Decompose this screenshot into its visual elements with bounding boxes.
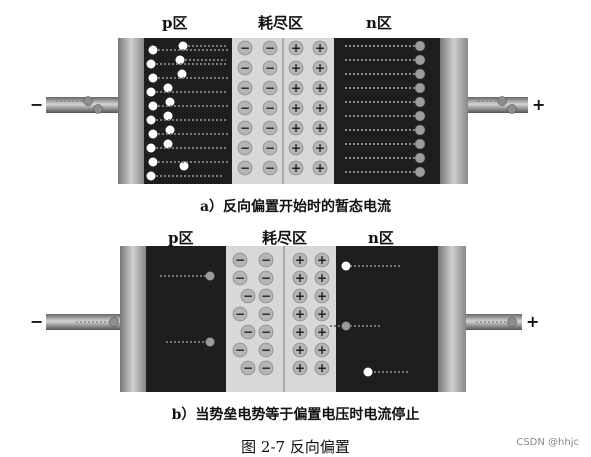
wire-electrons-b <box>76 317 517 327</box>
p-region <box>146 246 226 392</box>
svg-text:+: + <box>317 271 327 285</box>
svg-text:−: − <box>243 361 253 375</box>
holes-p-region <box>160 271 215 347</box>
svg-text:+: + <box>317 325 327 339</box>
svg-text:−: − <box>243 289 253 303</box>
svg-text:+: + <box>315 41 325 55</box>
n-region-label: n区 <box>366 14 392 32</box>
svg-text:−: − <box>235 253 245 267</box>
svg-text:−: − <box>265 81 275 95</box>
svg-text:−: − <box>265 141 275 155</box>
left-wire <box>46 314 120 330</box>
left-end-cap <box>118 38 144 184</box>
svg-text:−: − <box>240 121 250 135</box>
svg-text:−: − <box>265 101 275 115</box>
svg-text:−: − <box>240 141 250 155</box>
svg-text:+: + <box>315 101 325 115</box>
n-region <box>336 246 438 392</box>
holes-p-region <box>146 41 189 181</box>
right-end-cap <box>440 38 468 184</box>
positive-ions: + + + + + + + + + + + + + + <box>288 40 328 176</box>
svg-text:+: + <box>291 61 301 75</box>
svg-text:+: + <box>315 81 325 95</box>
wire-electrons-a <box>56 96 517 114</box>
svg-text:+: + <box>295 253 305 267</box>
svg-text:−: − <box>261 325 271 339</box>
svg-text:−: − <box>235 307 245 321</box>
svg-text:−: − <box>235 271 245 285</box>
svg-text:+: + <box>317 289 327 303</box>
diode-diagram-a: − − − − − − − − − − − − − − + + + + <box>30 38 545 184</box>
negative-ions: − − − − − − − − − − − − − − <box>237 40 278 176</box>
positive-terminal-a: + <box>532 95 545 114</box>
svg-text:−: − <box>240 81 250 95</box>
caption-b: b）当势垒电势等于偏置电压时电流停止 <box>171 407 420 423</box>
svg-text:−: − <box>240 41 250 55</box>
n-region-label: n区 <box>368 229 394 247</box>
p-region-label: p区 <box>162 14 188 32</box>
svg-text:+: + <box>315 61 325 75</box>
panel-b-current-stops: p区 耗尽区 n区 <box>0 224 591 392</box>
svg-text:+: + <box>317 343 327 357</box>
svg-text:−: − <box>265 61 275 75</box>
svg-text:+: + <box>295 307 305 321</box>
svg-text:+: + <box>291 161 301 175</box>
svg-text:+: + <box>315 141 325 155</box>
svg-text:−: − <box>265 161 275 175</box>
left-end-cap <box>120 246 146 392</box>
svg-text:−: − <box>243 325 253 339</box>
svg-text:−: − <box>261 289 271 303</box>
svg-text:+: + <box>317 307 327 321</box>
svg-text:+: + <box>295 271 305 285</box>
figure-caption: 图 2-7 反向偏置 <box>241 438 350 456</box>
svg-text:−: − <box>235 343 245 357</box>
positive-ions: + + + + + + + + + + + + + + <box>292 252 330 376</box>
svg-text:+: + <box>291 81 301 95</box>
electrons-n-region <box>345 40 426 178</box>
svg-text:+: + <box>291 121 301 135</box>
svg-text:−: − <box>240 101 250 115</box>
svg-text:+: + <box>317 361 327 375</box>
svg-text:+: + <box>291 41 301 55</box>
negative-terminal-b: − <box>30 312 43 331</box>
diode-diagram-b: −− −− −− −− −− −− −− ++ ++ <box>30 246 539 392</box>
svg-text:−: − <box>261 307 271 321</box>
svg-text:−: − <box>261 253 271 267</box>
svg-text:−: − <box>261 343 271 357</box>
svg-text:−: − <box>240 61 250 75</box>
watermark: CSDN @hhjc <box>516 437 579 448</box>
negative-ions: −− −− −− −− −− −− −− <box>232 252 274 376</box>
svg-text:−: − <box>265 41 275 55</box>
svg-text:+: + <box>291 101 301 115</box>
electrons-n-region <box>330 261 410 377</box>
svg-text:+: + <box>295 289 305 303</box>
caption-a: a）反向偏置开始时的暂态电流 <box>199 199 392 215</box>
depletion-region-label: 耗尽区 <box>262 229 308 247</box>
negative-terminal-a: − <box>30 95 43 114</box>
panel-a-transient-current: p区 耗尽区 n区 <box>0 0 591 215</box>
svg-text:+: + <box>295 361 305 375</box>
p-region-label: p区 <box>168 229 194 247</box>
svg-text:+: + <box>315 161 325 175</box>
svg-text:−: − <box>261 361 271 375</box>
left-wire <box>46 97 118 113</box>
svg-text:+: + <box>295 325 305 339</box>
svg-text:+: + <box>315 121 325 135</box>
depletion-region-label: 耗尽区 <box>258 14 304 32</box>
positive-terminal-b: + <box>526 312 539 331</box>
hole-motion-streaks <box>156 45 228 177</box>
svg-text:+: + <box>295 343 305 357</box>
svg-text:−: − <box>240 161 250 175</box>
svg-text:+: + <box>317 253 327 267</box>
svg-text:−: − <box>261 271 271 285</box>
right-end-cap <box>438 246 466 392</box>
svg-text:−: − <box>265 121 275 135</box>
svg-text:+: + <box>291 141 301 155</box>
p-region <box>144 38 232 184</box>
